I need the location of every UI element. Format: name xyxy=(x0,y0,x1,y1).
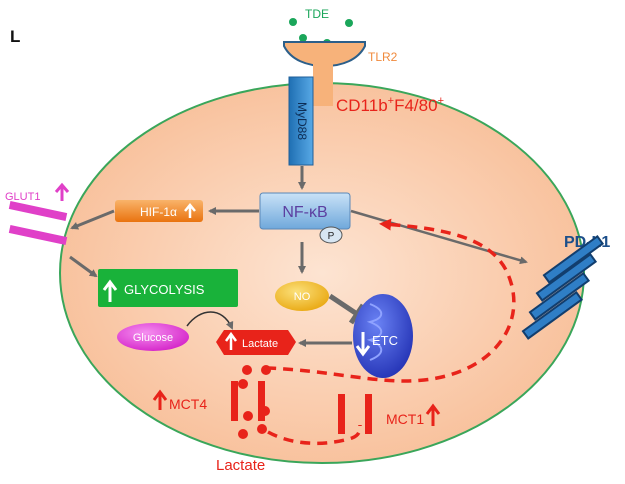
lactate-hexagon xyxy=(216,330,296,355)
etc-cristae xyxy=(366,303,383,361)
mct4-up-icon xyxy=(152,389,168,410)
myd88-label: MyD88 xyxy=(295,102,309,140)
etc-down-icon xyxy=(355,332,371,357)
arrow-glucose-lactate xyxy=(186,311,234,330)
tlr2-receptor xyxy=(283,41,366,68)
glut1-up-icon xyxy=(54,182,70,201)
no-label: NO xyxy=(294,291,311,303)
tlr2-stalk xyxy=(313,64,333,106)
lactate-feedback-loop xyxy=(265,218,516,383)
glut1-transporter xyxy=(8,201,68,245)
mct1-up-icon xyxy=(425,403,441,426)
glycolysis-box xyxy=(98,269,238,307)
lactate-outer-label: Lactate xyxy=(216,457,265,474)
glycolysis-label: GLYCOLYSIS xyxy=(124,282,205,297)
lactate-efflux-path xyxy=(267,424,362,445)
lactate-inner-label: Lactate xyxy=(242,338,278,350)
pdl1-receptors xyxy=(521,234,605,340)
hif1a-up-icon xyxy=(184,203,196,218)
lactate-up-icon xyxy=(224,331,238,350)
arrow-glut1-glycolysis xyxy=(69,255,98,278)
no-ellipse xyxy=(275,281,329,311)
etc-mitochondrion xyxy=(353,294,413,378)
glut1-label: GLUT1 xyxy=(5,191,40,203)
mct1-label: MCT1 xyxy=(386,411,424,427)
phospho-circle xyxy=(319,226,343,244)
panel-label: L xyxy=(10,27,20,46)
nfkb-box xyxy=(259,192,351,230)
arrow-hif-glut1 xyxy=(70,209,115,230)
mct1-transporter xyxy=(338,394,372,434)
cd11b-f480-label: CD11b+F4/80+ xyxy=(336,95,444,115)
glycolysis-up-icon xyxy=(102,279,118,302)
hif1a-box xyxy=(115,200,203,222)
tlr2-label: TLR2 xyxy=(368,50,398,64)
phospho-label: P xyxy=(328,231,335,242)
mct4-transporter xyxy=(231,381,265,421)
etc-label: ETC xyxy=(372,333,398,348)
myd88-box xyxy=(288,76,314,166)
hif1a-label: HIF-1α xyxy=(140,205,177,219)
tde-label: TDE xyxy=(305,7,329,21)
glucose-label: Glucose xyxy=(133,332,173,344)
mct4-label: MCT4 xyxy=(169,396,207,412)
glucose-ellipse xyxy=(117,323,189,351)
nfkb-label: NF-κB xyxy=(282,204,327,221)
